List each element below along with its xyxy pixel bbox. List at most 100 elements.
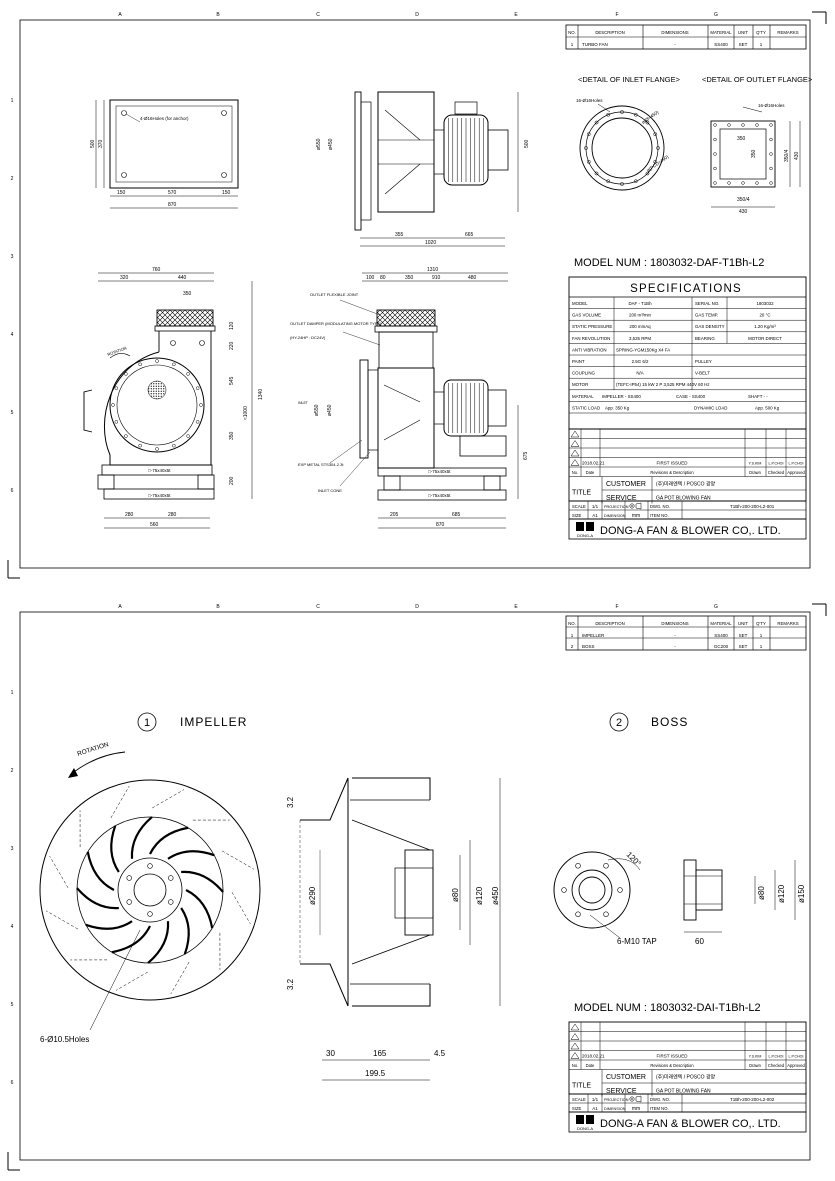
service-value: GA POT BLOWING FAN xyxy=(656,496,711,502)
grid-letter-G: G xyxy=(714,604,718,610)
svg-text:280: 280 xyxy=(168,512,177,518)
svg-text:100: 100 xyxy=(366,275,375,281)
revision-header: Date xyxy=(586,1063,595,1068)
bolt-hole xyxy=(114,420,119,424)
grid-letter-C: C xyxy=(316,604,320,610)
blade-hidden-line xyxy=(221,850,255,870)
bolt-hole xyxy=(727,181,731,185)
impeller-blade xyxy=(181,870,224,893)
revision-header: No. xyxy=(572,470,578,475)
svg-text:430: 430 xyxy=(794,151,800,160)
svg-text:ø550: ø550 xyxy=(314,404,320,416)
dwg-label: DWG. NO. xyxy=(650,504,670,509)
svg-text:545: 545 xyxy=(229,376,235,385)
svg-text:IMPELLER: IMPELLER xyxy=(180,715,247,729)
bolt-hole xyxy=(653,159,658,164)
parts-header-cell: DESCRIPTION xyxy=(595,621,624,626)
spec-label: MATERIAL xyxy=(572,394,594,399)
exp-metal-note: EXP METAL STS304-2.3t xyxy=(298,462,344,467)
svg-text:1340: 1340 xyxy=(258,389,264,400)
grid-letter-F: F xyxy=(615,12,618,18)
boss-label: 2 BOSS xyxy=(609,712,687,732)
spec-value: 1803032 xyxy=(756,301,774,306)
size-label: SIZE xyxy=(572,513,582,518)
sheet2-model-num: MODEL NUM : 1803032-DAI-T1Bh-L2 xyxy=(574,1002,761,1014)
bolt-hole xyxy=(656,146,660,150)
company-logo-sub: DONG-A xyxy=(577,1126,593,1131)
bolt-hole xyxy=(633,112,638,117)
scale-label: SCALE xyxy=(572,1097,586,1102)
parts-header-cell: DESCRIPTION xyxy=(595,30,624,35)
grid-letter-E: E xyxy=(514,12,518,18)
grid-number-3: 3 xyxy=(11,846,14,852)
impeller-rotation: ROTATION xyxy=(76,741,109,758)
grid-letter-A: A xyxy=(118,604,122,610)
revision-header: Drawn xyxy=(749,470,762,475)
spec-label: STATIC LOAD xyxy=(572,405,600,410)
tap-hole xyxy=(603,911,609,917)
svg-text:120: 120 xyxy=(229,321,235,330)
parts-cell: 1 xyxy=(571,42,574,47)
service-label: SERVICE xyxy=(606,495,637,502)
svg-text:500: 500 xyxy=(90,139,96,148)
bolt-hole xyxy=(741,181,745,185)
bolt-hole xyxy=(769,152,773,156)
parts-header-cell: DIMENSIONS xyxy=(661,30,688,35)
svg-text:150: 150 xyxy=(222,190,231,196)
svg-text:350/4: 350/4 xyxy=(784,149,790,162)
bolt-hole xyxy=(713,137,717,142)
spec-value: DAF - T1Bh xyxy=(628,301,652,306)
base-note-2: □-75x40x5t xyxy=(148,493,171,498)
grid-number-5: 5 xyxy=(11,1002,14,1008)
svg-text:220: 220 xyxy=(229,341,235,350)
spec-label: COUPLING xyxy=(572,371,596,376)
svg-text:ø150: ø150 xyxy=(797,884,806,903)
blade-hidden-line xyxy=(49,855,69,888)
sheet1-title-block: MODEL NUM : 1803032-DAF-T1Bh-L2 SPECIFIC… xyxy=(568,257,807,540)
spec-label: FAN REVOLUTION xyxy=(572,336,610,341)
grid-letter-E: E xyxy=(514,604,518,610)
tap-hole xyxy=(575,863,581,869)
svg-text:ø550: ø550 xyxy=(316,138,322,150)
impeller-blade xyxy=(76,887,119,910)
base-plan-view: 4-Ø16Holes (for anchor) 150 570 150 870 … xyxy=(90,99,239,209)
size-label: SIZE xyxy=(572,1106,582,1111)
damper-note: OUTLET DAMPER (MODULATING MOTOR TYPE) xyxy=(290,321,382,326)
bolt-hole xyxy=(653,132,658,137)
outlet-holes-note: 16-Ø16Holes xyxy=(758,103,785,108)
svg-text:ø80: ø80 xyxy=(757,886,766,900)
spec-label: BEARING xyxy=(695,336,715,341)
revision-header: Checked xyxy=(768,470,785,475)
customer-label: CUSTOMER xyxy=(606,481,646,488)
grid-number-1: 1 xyxy=(11,98,14,104)
impeller-blade xyxy=(111,925,151,954)
inlet-cone-note: INLET CONE xyxy=(318,488,342,493)
revision-drawn: Y.S.KIM xyxy=(749,1055,762,1059)
impeller-front-view: ROTATION 6-Ø10.5Holes xyxy=(39,741,261,1044)
svg-text:(HY-24HP : DC24V): (HY-24HP : DC24V) xyxy=(290,335,326,340)
dimension-value: mm xyxy=(632,1106,640,1112)
mounting-hole xyxy=(126,899,132,905)
fan-top-view: 355 665 1020 500 ø550 ø450 xyxy=(316,91,530,247)
parts-header-cell: DIMENSIONS xyxy=(661,621,688,626)
svg-text:150: 150 xyxy=(117,190,126,196)
parts-cell: GC200 xyxy=(714,644,729,649)
bolt-hole xyxy=(713,123,717,127)
outlet-joint-note: OUTLET FLEXIBLE JOINT xyxy=(310,292,359,297)
projection-label: PROJECTION xyxy=(604,1098,629,1102)
tap-hole xyxy=(603,863,609,869)
revision-approved: L.P.CHOI xyxy=(789,462,804,466)
svg-text:ø80: ø80 xyxy=(451,888,460,902)
svg-text:440: 440 xyxy=(178,275,187,281)
mounting-hole xyxy=(168,875,174,881)
impeller-blade xyxy=(149,826,189,855)
parts-header-cell: REMARKS xyxy=(777,30,798,35)
spec-value: MOTOR DIRECT xyxy=(748,336,782,341)
revision-header: Revisions & Description xyxy=(650,1063,694,1068)
svg-text:430: 430 xyxy=(739,209,748,215)
grid-number-4: 4 xyxy=(11,332,14,338)
